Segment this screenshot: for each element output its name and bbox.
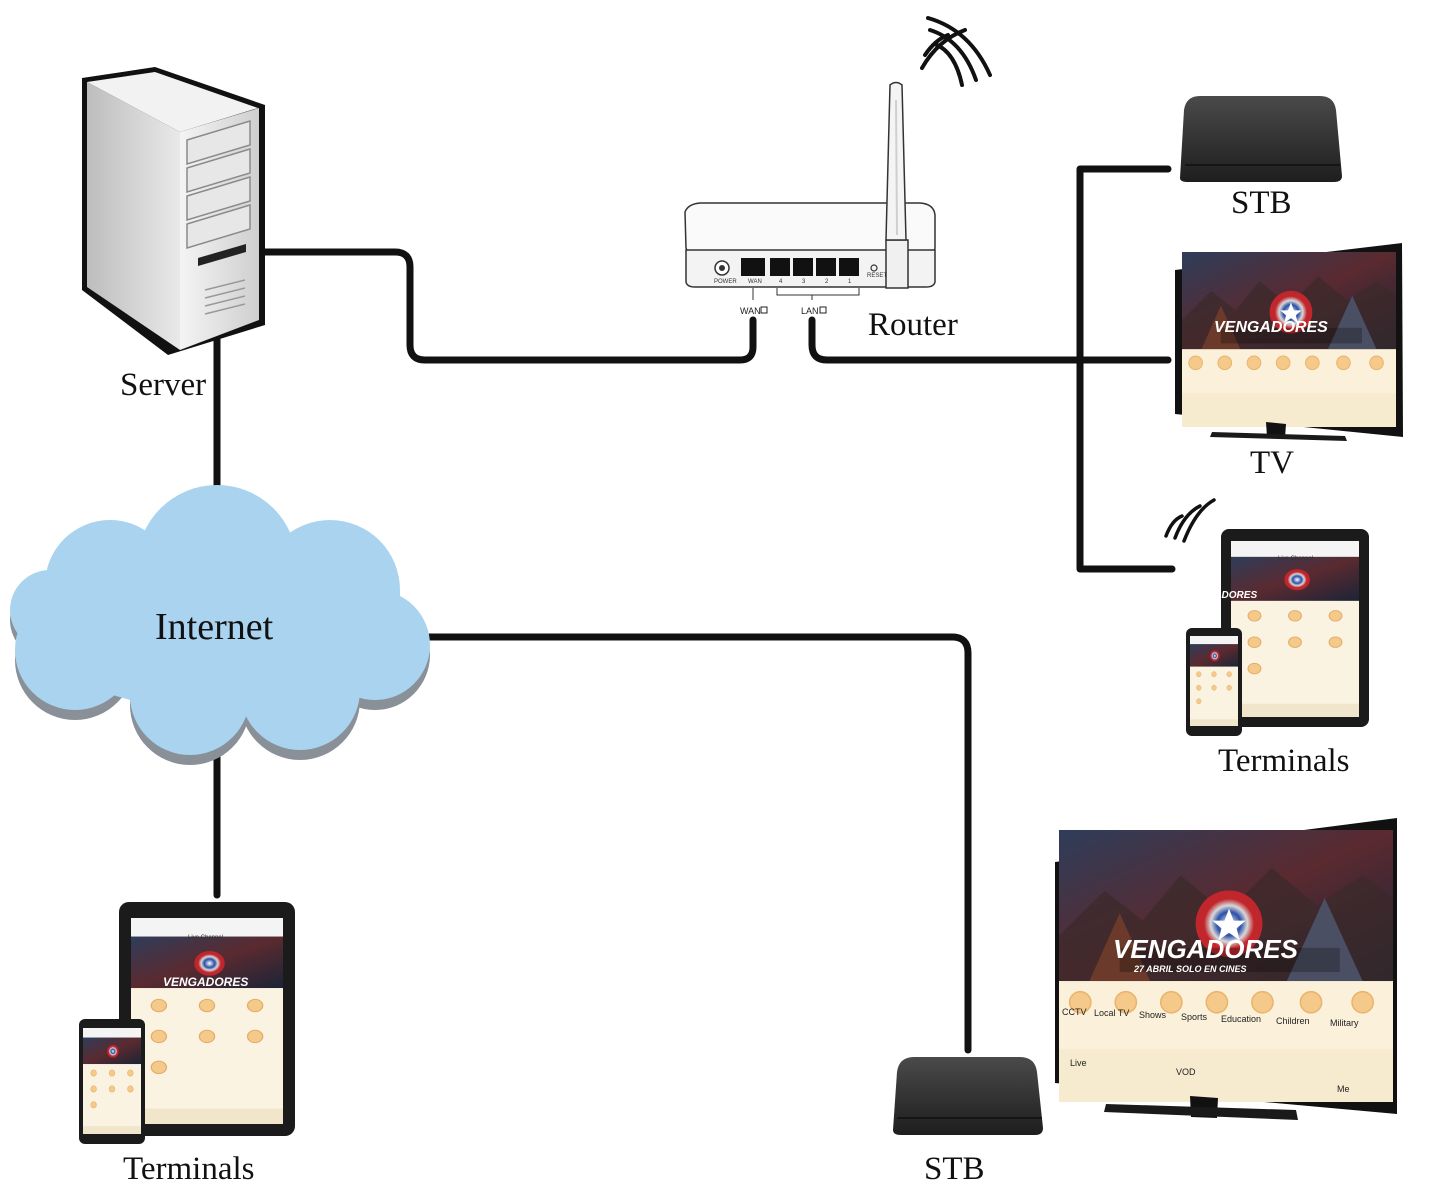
router-label: Router — [868, 307, 958, 343]
tv-nav-vod: VOD — [1176, 1067, 1196, 1077]
tv-bottom-icon — [1055, 818, 1397, 1120]
tablet-right-movie-title: VENGADORES — [1186, 590, 1257, 601]
stb-bottom-icon — [893, 1057, 1043, 1135]
stb-bottom-label: STB — [924, 1151, 985, 1187]
internet-stb-cable — [424, 633, 972, 1054]
router-reset-label: RESET — [867, 273, 887, 279]
stb-top-icon — [1180, 96, 1342, 182]
router-power-label: POWER — [714, 279, 737, 285]
tv-movie-title: VENGADORES — [1113, 934, 1299, 964]
lan-bus-cable — [1076, 165, 1176, 573]
tv-movie-subtitle: 27 ABRIL SOLO EN CINES — [1133, 964, 1247, 974]
tablet-right-header: Live Channel — [1278, 556, 1313, 562]
tv-category-localtv: Local TV — [1094, 1008, 1129, 1018]
router-port-4: 4 — [779, 279, 783, 285]
terminals-left-icon — [79, 902, 295, 1144]
router-lan-cable — [808, 316, 1172, 364]
terminals-right-icon — [1164, 498, 1369, 736]
server-router-cable — [241, 248, 757, 364]
wifi-signal-icon — [920, 16, 992, 87]
terminals-right-label: Terminals — [1218, 743, 1350, 779]
tv-category-shows: Shows — [1139, 1010, 1167, 1020]
router-port-1: 1 — [848, 279, 852, 285]
router-icon — [684, 16, 992, 300]
tv-category-children: Children — [1276, 1016, 1310, 1026]
router-port-wan: WAN — [748, 279, 762, 285]
tv-nav-me: Me — [1337, 1084, 1350, 1094]
tv-category-military: Military — [1330, 1018, 1359, 1028]
tv-nav-live: Live — [1070, 1058, 1087, 1068]
terminals-left-label: Terminals — [123, 1151, 255, 1187]
wifi-signal-icon — [1164, 498, 1216, 543]
server-icon — [82, 67, 265, 355]
tv-right-icon — [1175, 243, 1403, 441]
tv-category-education: Education — [1221, 1014, 1261, 1024]
tv-category-sports: Sports — [1181, 1012, 1208, 1022]
tablet-left-header: Live Channel — [188, 935, 223, 941]
server-label: Server — [120, 367, 207, 403]
tablet-left-movie-title: VENGADORES — [163, 975, 248, 989]
router-lan-label: LAN — [801, 306, 819, 316]
router-port-2: 2 — [825, 279, 829, 285]
stb-top-label: STB — [1231, 185, 1292, 221]
tv-category-cctv: CCTV — [1062, 1007, 1087, 1017]
internet-label: Internet — [155, 606, 274, 648]
router-port-3: 3 — [802, 279, 806, 285]
tv-label: TV — [1250, 445, 1294, 481]
router-wan-label: WAN — [740, 306, 761, 316]
tv-small-movie-title: VENGADORES — [1214, 319, 1328, 336]
internet-cloud-icon — [10, 485, 430, 765]
